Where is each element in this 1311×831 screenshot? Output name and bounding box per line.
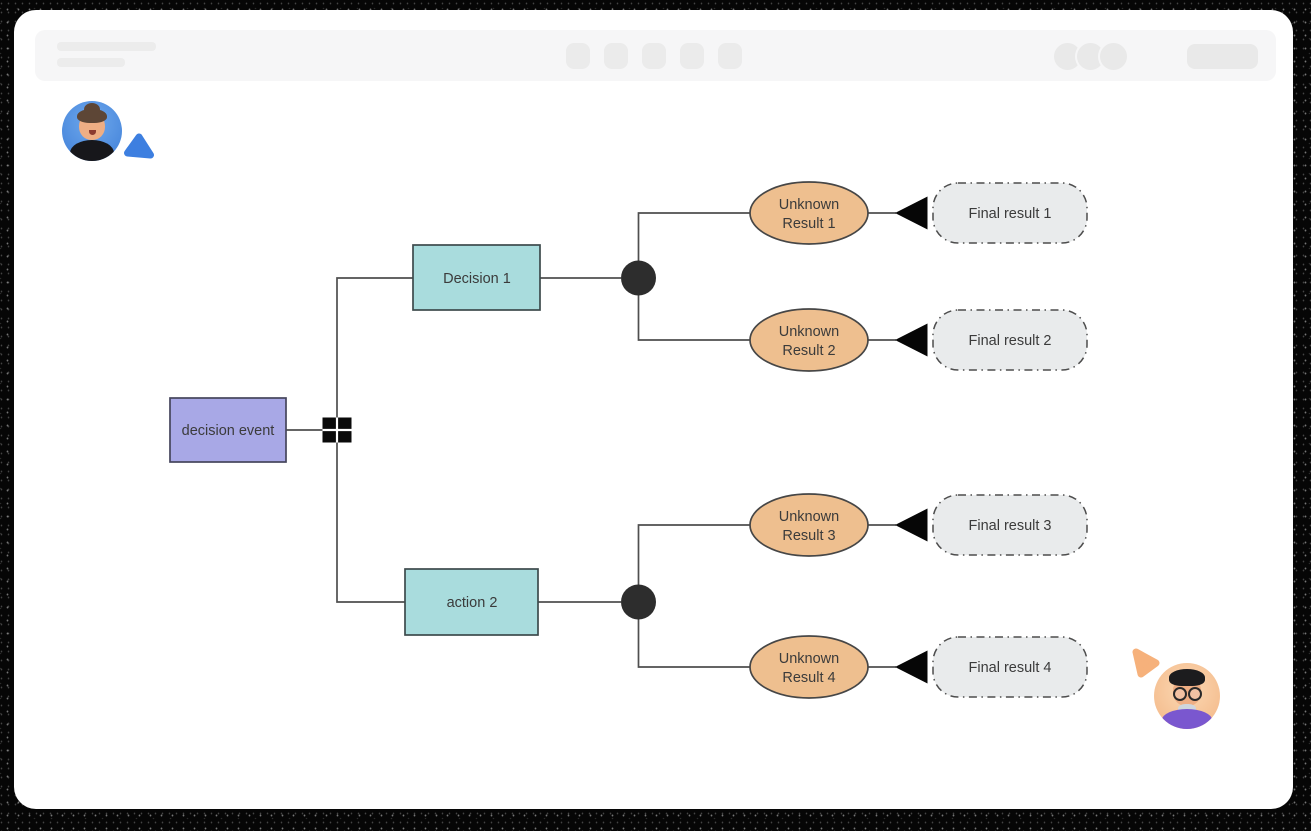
avatar-1-torso — [70, 140, 114, 161]
arrowheads — [895, 196, 928, 684]
connector-circle2-result3[interactable] — [637, 524, 751, 602]
node-final-result-2[interactable] — [932, 309, 1088, 371]
connector-junction-decision1[interactable] — [336, 277, 413, 418]
node-action-2-label: action 2 — [447, 595, 498, 611]
arrowhead-3 — [895, 508, 928, 542]
app-header — [35, 30, 1276, 81]
connector-circle1-result2[interactable] — [637, 278, 751, 341]
node-final-result-4-label: Final result 4 — [968, 660, 1051, 676]
collaborator-avatar-skeleton-3[interactable] — [1098, 41, 1129, 72]
node-decision-event[interactable] — [169, 397, 287, 463]
header-subtitle-skeleton — [57, 58, 125, 67]
avatar-2-cap — [1169, 669, 1205, 686]
avatar-1-mouth — [89, 130, 96, 135]
node-decision-1[interactable] — [412, 244, 541, 311]
arrowhead-1 — [895, 196, 928, 230]
node-unknown-result-2-line2: Result 2 — [782, 343, 835, 359]
collaborator-avatar-1 — [62, 101, 122, 161]
node-final-result-2-label: Final result 2 — [968, 333, 1051, 349]
junction-circle-2[interactable] — [621, 584, 656, 620]
avatar-1-hair — [77, 109, 107, 123]
node-unknown-result-4-line2: Result 4 — [782, 670, 835, 686]
collaborator-cursor-1 — [124, 133, 154, 159]
avatar-2-glasses-left — [1173, 687, 1187, 701]
node-unknown-result-4[interactable] — [749, 635, 869, 699]
junction-square[interactable] — [322, 417, 352, 443]
toolbar-button-skeleton-1[interactable] — [566, 43, 590, 69]
node-unknown-result-1[interactable] — [749, 181, 869, 245]
toolbar-skeleton — [566, 43, 742, 69]
junction-circle-1[interactable] — [621, 260, 656, 296]
toolbar-button-skeleton-4[interactable] — [680, 43, 704, 69]
node-unknown-result-3[interactable] — [749, 493, 869, 557]
avatar-2-glasses-right — [1188, 687, 1202, 701]
share-button-skeleton[interactable] — [1187, 44, 1258, 69]
collaborator-avatar-stack[interactable] — [1052, 41, 1129, 72]
node-decision-1-label: Decision 1 — [443, 271, 511, 287]
avatar-2-torso — [1162, 709, 1212, 729]
toolbar-button-skeleton-2[interactable] — [604, 43, 628, 69]
connector-circle1-result1[interactable] — [637, 212, 751, 278]
node-decision-event-label: decision event — [182, 423, 275, 439]
node-final-result-3[interactable] — [932, 494, 1088, 556]
connector-junction-action2[interactable] — [336, 442, 405, 603]
connector-circle2-result4[interactable] — [637, 602, 751, 668]
collaborator-cursor-2 — [1132, 648, 1160, 678]
arrowhead-4 — [895, 650, 928, 684]
node-final-result-1[interactable] — [932, 182, 1088, 244]
header-title-skeleton — [57, 42, 156, 51]
collaborator-avatar-2 — [1154, 663, 1220, 729]
node-unknown-result-3-line2: Result 3 — [782, 528, 835, 544]
node-unknown-result-2[interactable] — [749, 308, 869, 372]
node-unknown-result-4-line1: Unknown — [779, 651, 839, 667]
node-unknown-result-2-line1: Unknown — [779, 324, 839, 340]
node-unknown-result-3-line1: Unknown — [779, 509, 839, 525]
node-final-result-3-label: Final result 3 — [968, 518, 1051, 534]
connectors — [286, 212, 896, 668]
toolbar-button-skeleton-3[interactable] — [642, 43, 666, 69]
node-final-result-4[interactable] — [932, 636, 1088, 698]
toolbar-button-skeleton-5[interactable] — [718, 43, 742, 69]
node-final-result-1-label: Final result 1 — [968, 206, 1051, 222]
node-unknown-result-1-line1: Unknown — [779, 197, 839, 213]
node-unknown-result-1-line2: Result 1 — [782, 216, 835, 232]
arrowhead-2 — [895, 323, 928, 357]
node-action-2[interactable] — [404, 568, 539, 636]
